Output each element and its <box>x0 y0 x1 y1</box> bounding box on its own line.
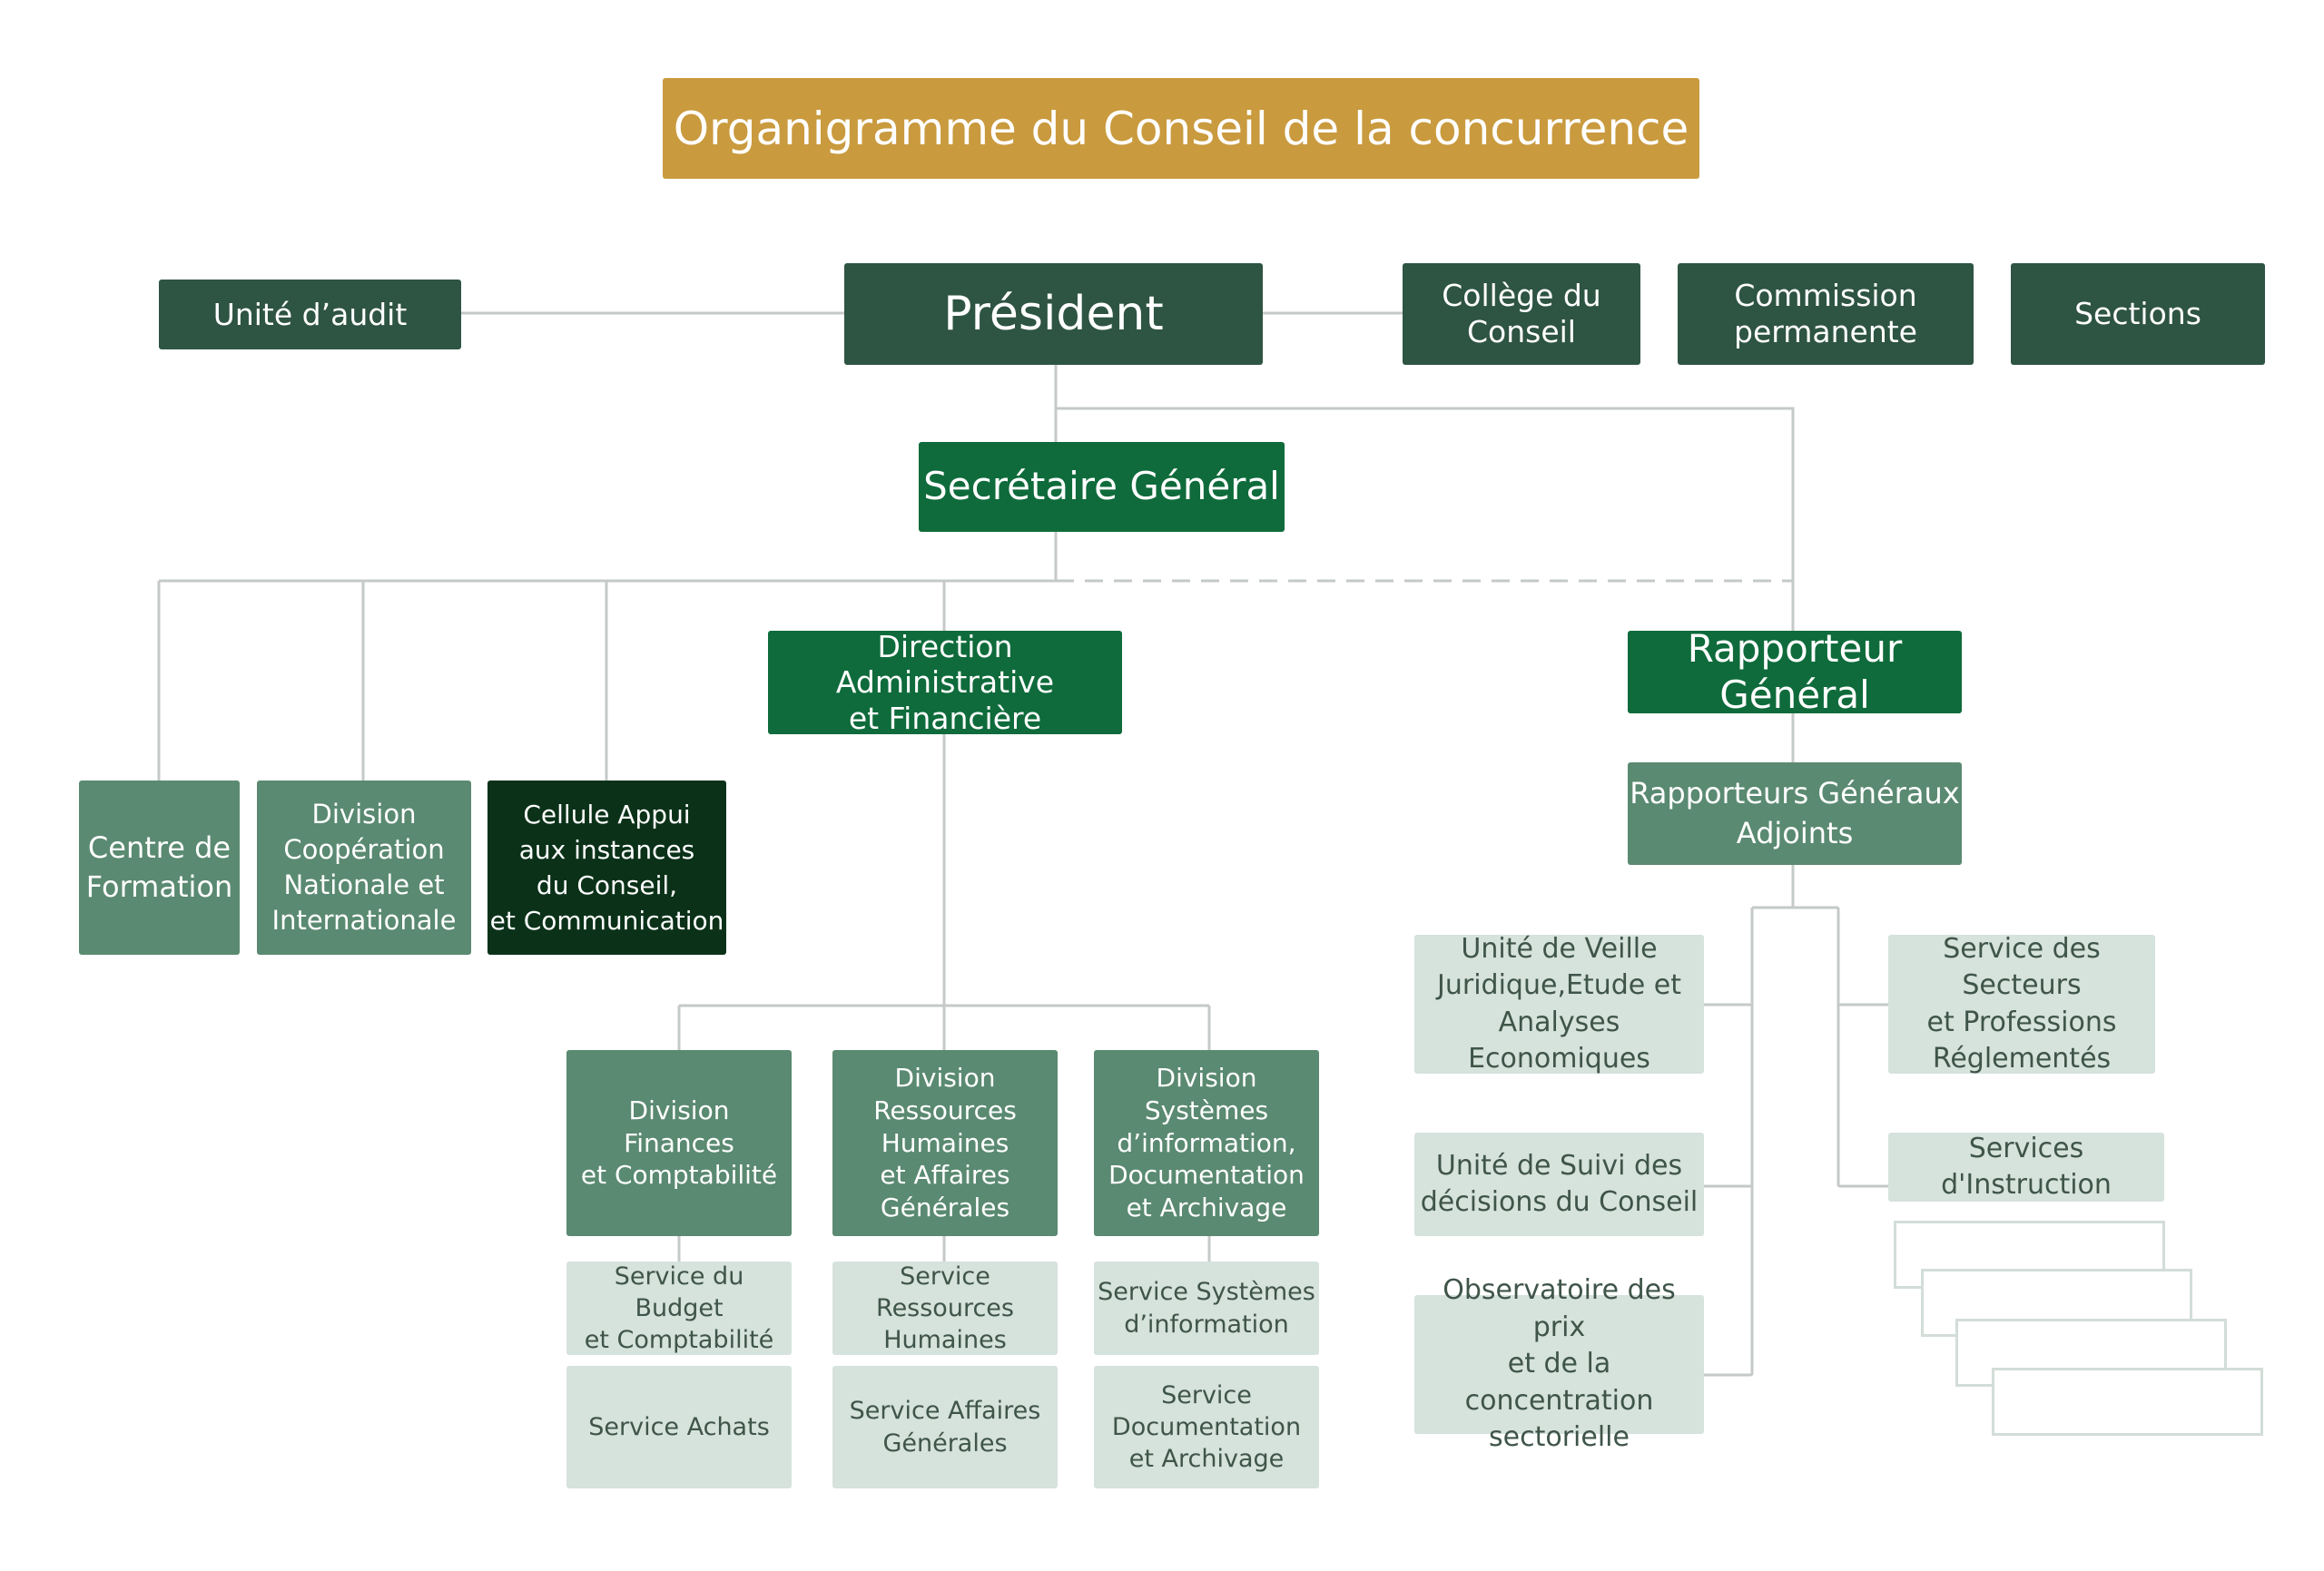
box-unite-veille: Unité de Veille Juridique,Etude et Analy… <box>1414 933 1704 1075</box>
box-services-instruction: Services d'Instruction <box>1888 1133 2164 1202</box>
box-service-secteurs: Service des Secteurs et Professions Régl… <box>1888 933 2155 1075</box>
box-secretaire-general: Secrétaire Général <box>919 442 1285 532</box>
box-service-documentation: Service Documentation et Archivage <box>1094 1366 1319 1488</box>
chart-title: Organigramme du Conseil de la concurrenc… <box>663 78 1699 179</box>
box-service-ressources-humaines: Service Ressources Humaines <box>832 1262 1058 1355</box>
line-president-rapporteur <box>1056 407 1795 631</box>
box-unite-audit: Unité d’audit <box>159 280 461 349</box>
box-cellule-appui: Cellule Appui aux instances du Conseil, … <box>487 781 726 955</box>
line-left-vertical <box>1704 908 1754 1377</box>
box-division-cooperation: Division Coopération Nationale et Intern… <box>257 781 471 955</box>
box-president: Président <box>844 263 1263 365</box>
line-right-vertical <box>1837 908 1888 1188</box>
box-observatoire: Observatoire des prix et de la concentra… <box>1414 1274 1704 1453</box>
box-sections: Sections <box>2011 263 2265 365</box>
box-centre-formation: Centre de Formation <box>79 781 240 955</box>
box-service-budget: Service du Budget et Comptabilité <box>566 1262 792 1355</box>
box-rapporteurs-adjoints: Rapporteurs Généraux Adjoints <box>1628 762 1962 865</box>
box-division-rh: Division Ressources Humaines et Affaires… <box>832 1050 1058 1236</box>
box-commission-permanente: Commission permanente <box>1678 263 1974 365</box>
box-service-systemes-information: Service Systèmes d’information <box>1094 1262 1319 1355</box>
box-service-achats: Service Achats <box>566 1366 792 1488</box>
box-rapporteur-general: Rapporteur Général <box>1628 626 1962 717</box>
box-service-affaires-generales: Service Affaires Générales <box>832 1366 1058 1488</box>
box-division-finances: Division Finances et Comptabilité <box>566 1050 792 1236</box>
box-unite-suivi: Unité de Suivi des décisions du Conseil <box>1414 1133 1704 1236</box>
instruction-stack-card-4 <box>1992 1368 2263 1436</box>
box-college-conseil: Collège du Conseil <box>1403 263 1640 365</box>
box-division-systemes: Division Systèmes d’information, Documen… <box>1094 1050 1319 1236</box>
box-direction-administrative: Direction Administrative et Financière <box>768 629 1122 736</box>
